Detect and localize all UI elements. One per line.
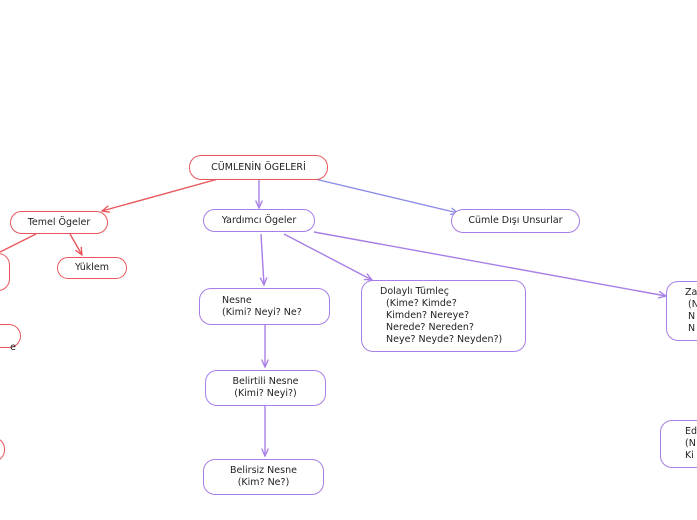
node-cumle-disi-unsurlar[interactable]: Cümle Dışı Unsurlar (451, 209, 580, 233)
node-temel-ogeler[interactable]: Temel Ögeler (10, 211, 108, 234)
edge-temel-yuklem (69, 233, 82, 255)
node-edat-tumleci-clipped[interactable]: Ed (N Ki (660, 420, 697, 468)
node-nesne[interactable]: Nesne (Kimi? Neyi? Ne? (199, 288, 330, 325)
edge-root-temel (102, 178, 219, 211)
node-clipped-left-mid[interactable]: e (0, 324, 21, 353)
node-belirsiz-nesne[interactable]: Belirsiz Nesne (Kim? Ne?) (203, 459, 324, 495)
node-belirtili-nesne[interactable]: Belirtili Nesne (Kimi? Neyi?) (205, 370, 326, 406)
node-dolayli-tumlec[interactable]: Dolaylı Tümleç (Kime? Kimde? Kimden? Ner… (361, 280, 526, 352)
node-yardimci-ogeler[interactable]: Yardımcı Ögeler (203, 209, 315, 232)
clipped-node-text: e (10, 342, 16, 353)
edge-yardimci-zarf (313, 231, 666, 296)
node-cumlenin-ogeleri[interactable]: CÜMLENİN ÖGELERİ (189, 155, 328, 180)
edge-yardimci-nesne (261, 233, 264, 285)
edge-yardimci-dolayli (283, 233, 372, 280)
edge-root-cumledisi (314, 178, 458, 213)
node-yuklem[interactable]: Yüklem (57, 257, 127, 279)
node-zarf-tumleci-clipped[interactable]: Za (N N N (666, 281, 697, 341)
edge-temel-left (0, 233, 37, 253)
